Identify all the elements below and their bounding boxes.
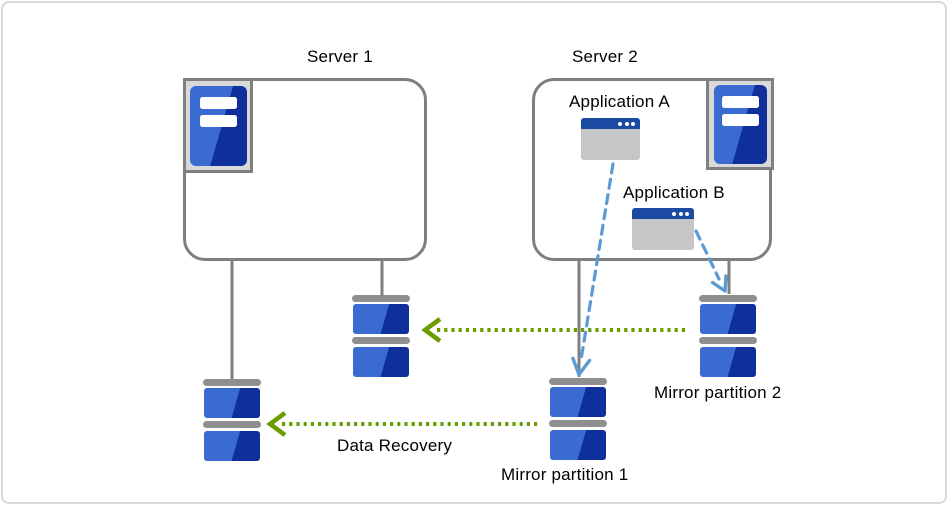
disk-platter	[353, 304, 409, 334]
disk-cap	[699, 295, 757, 302]
disk-divider	[699, 337, 757, 344]
titlebar-dot-icon	[685, 211, 689, 216]
application-b-label: Application B	[623, 183, 725, 202]
disk-divider	[352, 337, 410, 344]
disk-platter	[550, 430, 606, 460]
disk-divider	[203, 421, 261, 428]
server-tower-icon	[713, 84, 767, 164]
titlebar-dot-icon	[678, 211, 683, 216]
application-a-window-icon	[581, 118, 640, 160]
server1-label: Server 1	[307, 47, 373, 66]
disk-stack-icon-mirror-partition-1	[549, 378, 607, 460]
tower-slot	[721, 113, 759, 126]
tower-slot	[721, 95, 759, 108]
server-tower-icon	[189, 85, 247, 166]
titlebar-dot-icon	[624, 121, 629, 126]
disk-cap	[352, 295, 410, 302]
application-a-label: Application A	[569, 92, 670, 111]
tower-slot	[199, 114, 237, 127]
disk-divider	[549, 420, 607, 427]
disk-platter	[550, 387, 606, 417]
disk-platter	[700, 304, 756, 334]
disk-platter	[204, 388, 260, 418]
disk-stack-icon-mirror-partition-2	[699, 295, 757, 377]
application-b-window-icon	[632, 208, 694, 250]
server2-icon-badge	[706, 78, 774, 170]
titlebar-dot-icon	[631, 121, 635, 126]
window-body	[581, 129, 640, 160]
window-body	[632, 219, 694, 250]
data-recovery-label: Data Recovery	[337, 436, 453, 455]
disk-cap	[549, 378, 607, 385]
disk-stack-icon-server1-left	[203, 379, 261, 461]
mirror-partition-1-label: Mirror partition 1	[501, 465, 629, 484]
disk-cap	[203, 379, 261, 386]
tower-slot	[199, 96, 237, 109]
disk-stack-icon-server1-middle	[352, 295, 410, 377]
disk-platter	[700, 347, 756, 377]
disk-platter	[204, 431, 260, 461]
window-titlebar	[581, 118, 640, 129]
mirror-partition-2-label: Mirror partition 2	[654, 383, 782, 402]
titlebar-dot-icon	[618, 121, 622, 126]
disk-platter	[353, 347, 409, 377]
server2-label: Server 2	[572, 47, 638, 66]
server1-icon-badge	[183, 78, 253, 173]
window-titlebar	[632, 208, 694, 219]
titlebar-dot-icon	[672, 211, 676, 216]
